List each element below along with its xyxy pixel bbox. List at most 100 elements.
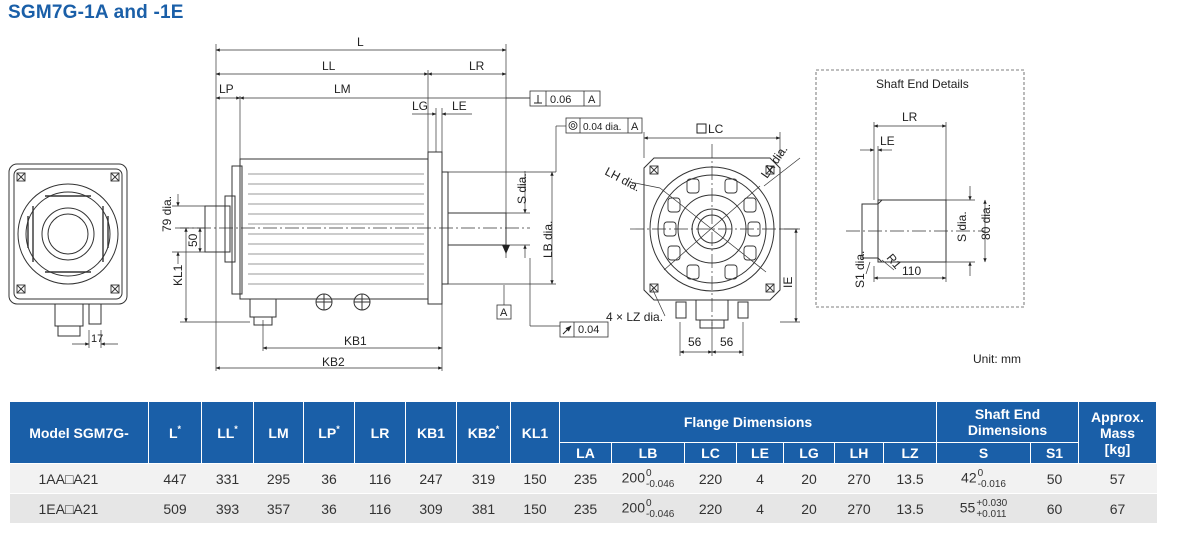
concentricity-value: 0.04 dia. [583, 122, 621, 133]
side-view-labels: L LL LR LP LM LG LE KB1 KB2 KL1 79 dia. … [160, 35, 555, 369]
cell-LL: 331 [201, 463, 254, 494]
cell-LM: 295 [253, 463, 304, 494]
svg-text:LE: LE [880, 134, 895, 148]
svg-text:LE: LE [452, 99, 467, 113]
header-KB1: KB1 [405, 401, 457, 464]
concentricity-box: 0.04 dia. A [565, 117, 643, 134]
cell-model: 1EA□A21 [9, 493, 149, 524]
runout-value: 0.04 [578, 324, 599, 336]
header-S1: S1 [1030, 442, 1079, 464]
svg-text:S dia.: S dia. [955, 211, 969, 242]
unit-label: Unit: mm [973, 352, 1021, 366]
cell-LZ: 13.5 [883, 493, 937, 524]
cell-KB1: 309 [405, 493, 457, 524]
page-title: SGM7G-1A and -1E [8, 2, 184, 23]
cell-LP: 36 [303, 463, 355, 494]
svg-text:LH dia.: LH dia. [603, 164, 643, 194]
cell-LH: 270 [834, 493, 884, 524]
svg-text:50: 50 [186, 233, 200, 247]
header-flange-dimensions: Flange Dimensions [559, 401, 937, 443]
perpendicularity-value: 0.06 [550, 94, 571, 106]
cell-KB2: 381 [456, 493, 511, 524]
perpendicularity-box: 0.06 A [529, 90, 601, 107]
cell-LE: 4 [736, 463, 784, 494]
cell-S1: 60 [1030, 493, 1079, 524]
header-LA: LA [559, 442, 612, 464]
dimensions-table: Model SGM7G- L* LL* LM LP* LR KB1 KB2* K… [9, 401, 1157, 524]
cell-LC: 220 [684, 463, 737, 494]
header-LP: LP* [303, 401, 355, 464]
header-model: Model SGM7G- [9, 401, 149, 464]
header-LB: LB [611, 442, 685, 464]
bolt-icon [16, 172, 120, 294]
svg-text:LA dia.: LA dia. [758, 143, 791, 181]
svg-text:LL: LL [322, 59, 336, 73]
runout-box: 0.04 [559, 321, 609, 338]
header-LC: LC [684, 442, 737, 464]
datum-a-label: A [500, 307, 508, 319]
header-approx-mass: Approx.Mass[kg] [1078, 401, 1157, 464]
front-dimension-lines [629, 132, 801, 356]
cell-LG: 20 [783, 463, 835, 494]
header-LE: LE [736, 442, 784, 464]
cell-mass: 57 [1078, 463, 1157, 494]
cell-KL1: 150 [510, 493, 560, 524]
header-LZ: LZ [883, 442, 937, 464]
cell-L: 509 [148, 493, 202, 524]
svg-text:LC: LC [708, 122, 724, 136]
dim-17: 17 [91, 333, 103, 345]
header-KL1: KL1 [510, 401, 560, 464]
svg-text:80 dia.: 80 dia. [979, 204, 993, 240]
svg-text:LP: LP [219, 82, 234, 96]
cell-KB1: 247 [405, 463, 457, 494]
cell-LL: 393 [201, 493, 254, 524]
header-S: S [936, 442, 1031, 464]
shaft-end-details: Shaft End Details LR [815, 69, 1025, 308]
front-view-labels: LC LA dia. LH dia. 4 × LZ dia. IE 56 56 [603, 122, 795, 349]
svg-text:LG: LG [412, 99, 428, 113]
svg-text:79 dia.: 79 dia. [160, 196, 174, 232]
cell-LR: 116 [354, 463, 406, 494]
datum-triangle [502, 245, 510, 254]
cell-LZ: 13.5 [883, 463, 937, 494]
svg-text:L: L [357, 35, 364, 49]
cell-model: 1AA□A21 [9, 463, 149, 494]
cell-KL1: 150 [510, 463, 560, 494]
table-row: 1EA□A21 509 393 357 36 116 309 381 150 2… [9, 493, 1157, 524]
svg-text:4 × LZ dia.: 4 × LZ dia. [606, 310, 663, 324]
svg-text:KB1: KB1 [344, 334, 367, 348]
header-LL: LL* [201, 401, 254, 464]
cell-S1: 50 [1030, 463, 1079, 494]
side-dimension-lines [172, 44, 566, 371]
svg-text:KB2: KB2 [322, 355, 345, 369]
svg-text:56: 56 [688, 335, 702, 349]
svg-text:110: 110 [902, 264, 921, 278]
shaft-detail-title: Shaft End Details [876, 77, 969, 91]
cell-LA: 235 [559, 463, 612, 494]
cell-LH: 270 [834, 463, 884, 494]
bolt-icon [649, 165, 775, 293]
header-L: L* [148, 401, 202, 464]
header-KB2: KB2* [456, 401, 511, 464]
cell-mass: 67 [1078, 493, 1157, 524]
cell-L: 447 [148, 463, 202, 494]
table-row: 1AA□A21 447 331 295 36 116 247 319 150 2… [9, 463, 1157, 494]
cell-LM: 357 [253, 493, 304, 524]
svg-text:S1 dia.: S1 dia. [853, 251, 867, 288]
header-LM: LM [253, 401, 304, 464]
svg-text:LR: LR [469, 59, 485, 73]
cell-LA: 235 [559, 493, 612, 524]
cell-LR: 116 [354, 493, 406, 524]
cell-KB2: 319 [456, 463, 511, 494]
cell-LP: 36 [303, 493, 355, 524]
header-LH: LH [834, 442, 884, 464]
cell-LE: 4 [736, 493, 784, 524]
dimension-drawing: 17 [8, 35, 1025, 371]
svg-text:KL1: KL1 [171, 264, 185, 286]
concentricity-datum: A [631, 121, 639, 133]
svg-text:IE: IE [781, 277, 795, 288]
